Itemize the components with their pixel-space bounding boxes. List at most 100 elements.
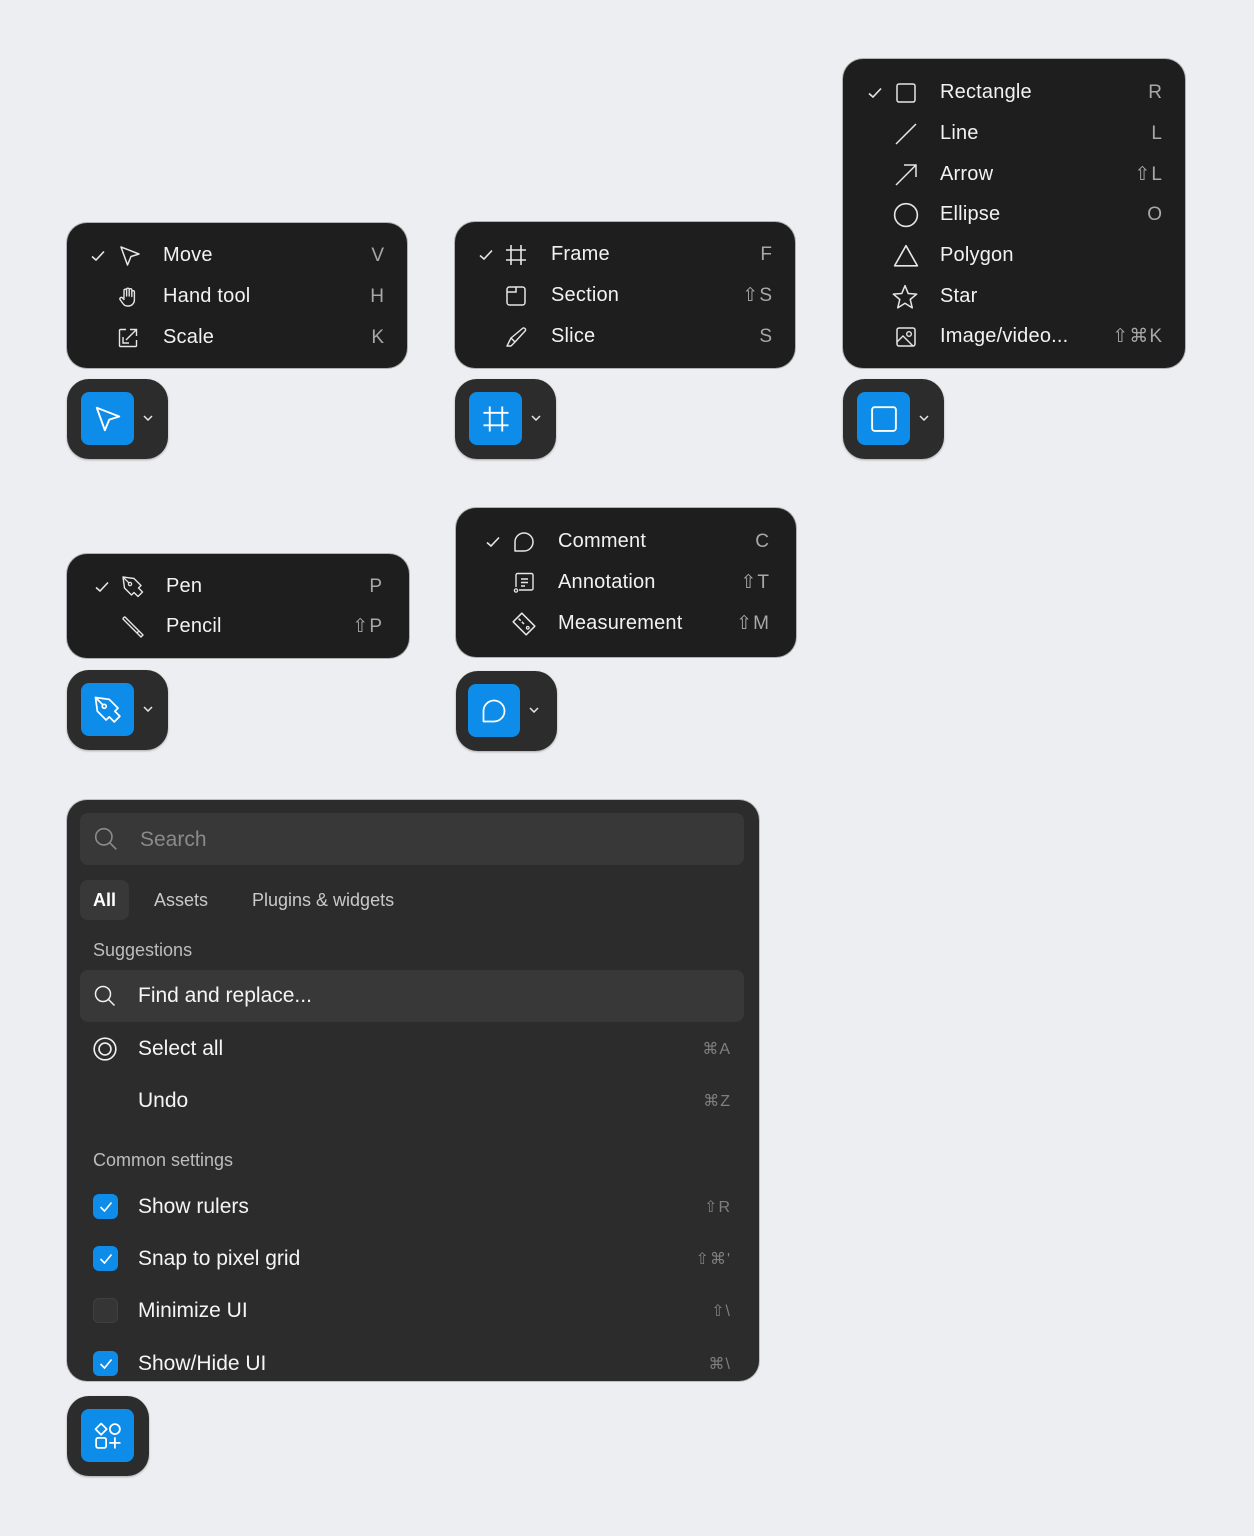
polygon-icon: [893, 243, 919, 269]
frame-tool-menu: Frame F Section ⇧S Slice S: [455, 222, 795, 368]
search-icon: [92, 983, 118, 1009]
menu-item-label: Annotation: [558, 571, 656, 593]
section-icon: [503, 283, 529, 309]
menu-item-pencil[interactable]: Pencil ⇧P: [67, 606, 409, 647]
menu-item-arrow[interactable]: Arrow ⇧L: [843, 154, 1185, 195]
tab-all[interactable]: All: [80, 880, 130, 920]
chevron-down-icon[interactable]: [141, 702, 155, 716]
menu-item-star[interactable]: Star: [843, 276, 1185, 317]
menu-item-label: Polygon: [940, 244, 1014, 266]
menu-item-label: Scale: [163, 326, 215, 348]
checkbox-checked[interactable]: [93, 1246, 118, 1271]
pen-tool-button[interactable]: [67, 670, 168, 750]
comment-tool-menu: Comment C Annotation ⇧T Measurement ⇧M: [456, 508, 796, 657]
frame-tool-button[interactable]: [455, 379, 556, 459]
search-icon: [93, 826, 119, 852]
row-label: Undo: [138, 1089, 189, 1112]
menu-item-label: Move: [163, 244, 213, 266]
frame-icon: [503, 242, 529, 268]
section-heading-suggestions: Suggestions: [93, 940, 193, 960]
menu-item-label: Rectangle: [940, 81, 1032, 103]
tab-label: Assets: [154, 889, 209, 910]
shape-tool-menu: Rectangle R Line L Arrow ⇧L Ellipse O Po…: [843, 59, 1185, 368]
rectangle-icon: [857, 392, 910, 445]
move-tool-menu: Move V Hand tool H Scale K: [67, 223, 407, 368]
menu-item-slice[interactable]: Slice S: [455, 316, 795, 357]
setting-snap-pixel-grid[interactable]: Snap to pixel grid ⇧⌘': [80, 1233, 744, 1285]
menu-item-comment[interactable]: Comment C: [456, 521, 796, 562]
row-label: Find and replace...: [138, 984, 312, 1007]
menu-item-frame[interactable]: Frame F: [455, 234, 795, 275]
row-label: Show/Hide UI: [138, 1352, 267, 1375]
shortcut-label: V: [371, 244, 385, 266]
menu-item-label: Comment: [558, 530, 647, 552]
shortcut-label: ⌘\: [708, 1356, 731, 1373]
suggestion-undo[interactable]: Undo ⌘Z: [80, 1075, 744, 1127]
shortcut-label: ⇧P: [352, 616, 383, 637]
shortcut-label: ⇧L: [1134, 164, 1163, 185]
comment-icon: [511, 529, 537, 555]
comment-tool-button[interactable]: [456, 671, 557, 751]
section-heading-common-settings: Common settings: [93, 1150, 234, 1170]
menu-item-label: Slice: [551, 325, 596, 347]
actions-icon: [81, 1409, 134, 1462]
menu-item-rectangle[interactable]: Rectangle R: [843, 72, 1185, 113]
menu-item-label: Star: [940, 285, 978, 307]
menu-item-section[interactable]: Section ⇧S: [455, 275, 795, 316]
menu-item-label: Image/video...: [940, 325, 1069, 347]
pencil-icon: [120, 614, 146, 640]
checkbox-unchecked[interactable]: [93, 1298, 118, 1323]
menu-item-label: Arrow: [940, 163, 994, 185]
suggestion-select-all[interactable]: Select all ⌘A: [80, 1023, 744, 1075]
frame-icon: [469, 392, 522, 445]
quick-actions-panel: All Assets Plugins & widgets Suggestions…: [67, 800, 759, 1381]
shortcut-label: ⇧T: [740, 572, 770, 593]
setting-show-hide-ui[interactable]: Show/Hide UI ⌘\: [80, 1338, 744, 1381]
menu-item-polygon[interactable]: Polygon: [843, 235, 1185, 276]
menu-item-label: Ellipse: [940, 203, 1001, 225]
menu-item-label: Hand tool: [163, 285, 251, 307]
cursor-icon: [117, 243, 143, 269]
shortcut-label: F: [760, 243, 773, 265]
chevron-down-icon[interactable]: [529, 411, 543, 425]
menu-item-label: Pencil: [166, 615, 222, 637]
check-icon: [93, 578, 111, 596]
suggestion-find-replace[interactable]: Find and replace...: [80, 970, 744, 1022]
shortcut-label: ⌘A: [702, 1041, 731, 1058]
menu-item-annotation[interactable]: Annotation ⇧T: [456, 562, 796, 603]
pen-icon: [120, 574, 146, 600]
shape-tool-button[interactable]: [843, 379, 944, 459]
menu-item-hand-tool[interactable]: Hand tool H: [67, 276, 407, 317]
menu-item-image-video[interactable]: Image/video... ⇧⌘K: [843, 316, 1185, 357]
menu-item-move[interactable]: Move V: [67, 235, 407, 276]
tab-assets[interactable]: Assets: [141, 880, 221, 920]
row-label: Minimize UI: [138, 1299, 248, 1322]
checkbox-checked[interactable]: [93, 1351, 118, 1376]
row-label: Snap to pixel grid: [138, 1247, 301, 1270]
scale-icon: [115, 325, 141, 351]
menu-item-measurement[interactable]: Measurement ⇧M: [456, 603, 796, 644]
pen-tool-menu: Pen P Pencil ⇧P: [67, 554, 409, 658]
tab-plugins-widgets[interactable]: Plugins & widgets: [239, 880, 407, 920]
arrow-icon: [893, 162, 919, 188]
shortcut-label: ⇧⌘': [695, 1251, 731, 1268]
setting-minimize-ui[interactable]: Minimize UI ⇧\: [80, 1285, 744, 1337]
menu-item-label: Pen: [166, 575, 203, 597]
menu-item-line[interactable]: Line L: [843, 113, 1185, 154]
search-field[interactable]: [80, 813, 744, 867]
cursor-icon: [81, 392, 134, 445]
chevron-down-icon[interactable]: [141, 411, 155, 425]
rectangle-icon: [893, 80, 919, 106]
move-tool-button[interactable]: [67, 379, 168, 459]
menu-item-scale[interactable]: Scale K: [67, 317, 407, 358]
chevron-down-icon[interactable]: [917, 411, 931, 425]
menu-item-pen[interactable]: Pen P: [67, 566, 409, 607]
search-input[interactable]: [138, 813, 722, 867]
actions-button[interactable]: [67, 1396, 149, 1476]
checkbox-checked[interactable]: [93, 1194, 118, 1219]
shortcut-label: ⌘Z: [703, 1093, 731, 1110]
shortcut-label: O: [1147, 203, 1163, 225]
chevron-down-icon[interactable]: [527, 703, 541, 717]
setting-show-rulers[interactable]: Show rulers ⇧R: [80, 1181, 744, 1233]
menu-item-ellipse[interactable]: Ellipse O: [843, 194, 1185, 235]
